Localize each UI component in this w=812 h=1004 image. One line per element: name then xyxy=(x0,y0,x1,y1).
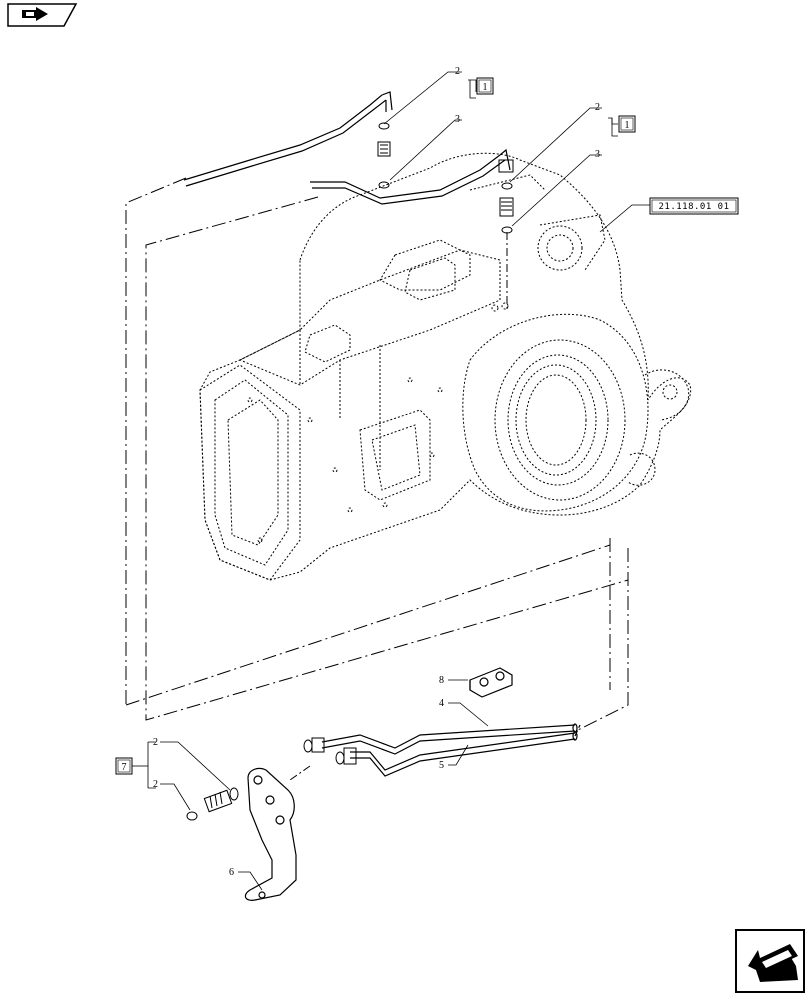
fitting-right xyxy=(498,159,514,310)
callout-2-top-right: 2 xyxy=(595,102,600,113)
lower-pipe-assembly xyxy=(321,723,581,777)
phantom-outline xyxy=(125,177,629,731)
kit-box-bottom-left-label: 7 xyxy=(122,762,127,773)
leader-lines xyxy=(132,71,650,891)
kit-box-bottom-left[interactable]: 7 xyxy=(115,757,133,775)
next-page-button[interactable] xyxy=(735,929,805,993)
callout-8: 8 xyxy=(439,675,444,686)
cross-reference-link[interactable]: 21.118.01 01 xyxy=(649,197,739,215)
callout-3-top-right: 3 xyxy=(595,149,600,160)
callout-4: 4 xyxy=(439,698,444,709)
previous-page-button[interactable] xyxy=(7,3,78,27)
callout-5: 5 xyxy=(439,760,444,771)
upper-pipe-right xyxy=(310,148,511,205)
lower-pipe-fittings xyxy=(289,737,357,781)
callout-3-top-left: 3 xyxy=(455,114,460,125)
transmission-housing xyxy=(199,152,692,581)
cross-reference-label: 21.118.01 01 xyxy=(658,202,729,212)
callout-2-bottom-a: 2 xyxy=(153,737,158,748)
callout-2-bottom-b: 2 xyxy=(153,779,158,790)
fitting-left xyxy=(377,122,391,189)
upper-pipe-left xyxy=(183,91,393,187)
callout-2-top-left: 2 xyxy=(455,66,460,77)
mounting-bracket xyxy=(244,767,297,901)
callout-6: 6 xyxy=(229,867,234,878)
pipe-clip xyxy=(469,667,513,698)
previous-page-arrow-icon xyxy=(22,7,48,21)
callout-labels: 2 3 2 3 8 4 5 2 2 6 xyxy=(153,66,600,878)
bottom-fitting xyxy=(186,787,239,821)
kit-box-top-left-label: 1 xyxy=(483,82,488,93)
kit-box-top-right-label: 1 xyxy=(625,120,630,131)
next-page-arrow-icon xyxy=(748,944,798,982)
kit-box-top-right[interactable]: 1 xyxy=(618,115,636,133)
kit-box-top-left[interactable]: 1 xyxy=(476,77,494,95)
